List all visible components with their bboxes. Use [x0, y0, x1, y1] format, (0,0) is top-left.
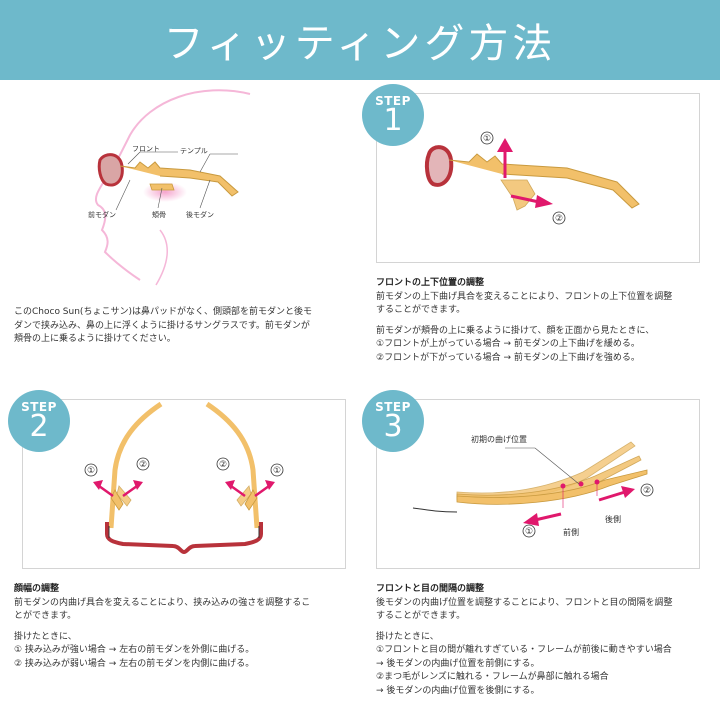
step3-badge: STEP 3	[362, 390, 424, 452]
label-front: フロント	[132, 145, 160, 153]
head-profile	[94, 89, 251, 281]
step3-label-initial: 初期の曲げ位置	[471, 434, 527, 444]
step2-mark-1-left: ①	[87, 466, 95, 476]
label-rear-modern: 後モダン	[186, 210, 214, 219]
intro-text: このChoco Sun(ちょこサン)は鼻パッドがなく、側頭部を前モダンと後モ ダ…	[14, 307, 312, 344]
step3-text: フロントと目の間隔の調整 後モダンの内曲げ位置を調整することにより、フロントと目…	[376, 583, 712, 698]
step3-label-rear: 後側	[605, 514, 621, 524]
step1-badge: STEP 1	[362, 84, 424, 146]
step2-badge: STEP 2	[8, 390, 70, 452]
step3-mark-2: ②	[643, 486, 651, 496]
step3-illustration: 初期の曲げ位置 ① 前側 ② 後側	[412, 434, 654, 538]
step1-heading: フロントの上下位置の調整	[376, 278, 485, 288]
step3-mark-1: ①	[525, 527, 533, 537]
step1-diagram: ① ②	[376, 93, 700, 263]
step2-mark-1-right: ①	[273, 466, 281, 476]
label-front-modern: 前モダン	[88, 210, 116, 219]
temple-arm	[119, 161, 239, 197]
step3-heading: フロントと目の間隔の調整	[376, 584, 485, 594]
label-temple: テンプル	[180, 147, 208, 155]
step2-illustration: ① ② ② ①	[84, 401, 284, 555]
intro-illustration: フロント テンプル 前モダン 頬骨 後モダン	[88, 89, 251, 286]
frame-front	[97, 153, 124, 187]
step2-mark-2-right: ②	[219, 460, 227, 470]
step1-mark-2: ②	[555, 214, 563, 224]
step1-mark-1: ①	[483, 134, 491, 144]
step2-text: 顔幅の調整 前モダンの内曲げ具合を変えることにより、挟み込みの強さを調整するこ …	[14, 583, 350, 671]
page-title: フィッティング方法	[163, 21, 557, 67]
step1-illustration: ① ②	[424, 131, 640, 225]
step3-label-front: 前側	[563, 527, 579, 537]
label-cheekbone: 頬骨	[152, 210, 166, 219]
page-header: フィッティング方法	[0, 0, 720, 80]
step3-diagram: 初期の曲げ位置 ① 前側 ② 後側	[376, 399, 700, 569]
step2-mark-2-left: ②	[139, 460, 147, 470]
step2-heading: 顔幅の調整	[14, 584, 60, 594]
step2-diagram: ① ② ② ①	[22, 399, 346, 569]
step1-text: フロントの上下位置の調整 前モダンの上下曲げ具合を変えることにより、フロントの上…	[376, 277, 706, 365]
